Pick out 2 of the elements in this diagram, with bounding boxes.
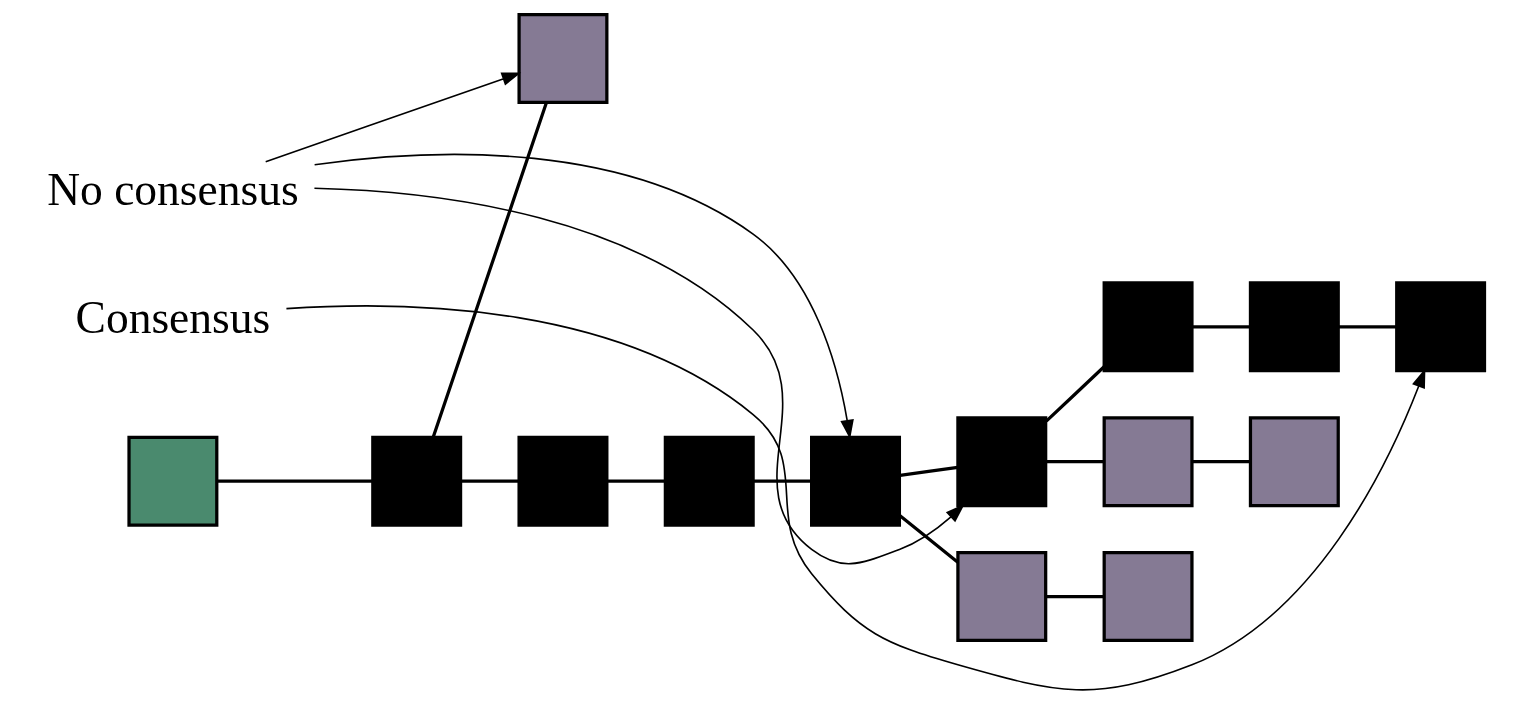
node-text: No consensus <box>46 163 299 215</box>
node-text: Consensus <box>75 292 270 344</box>
